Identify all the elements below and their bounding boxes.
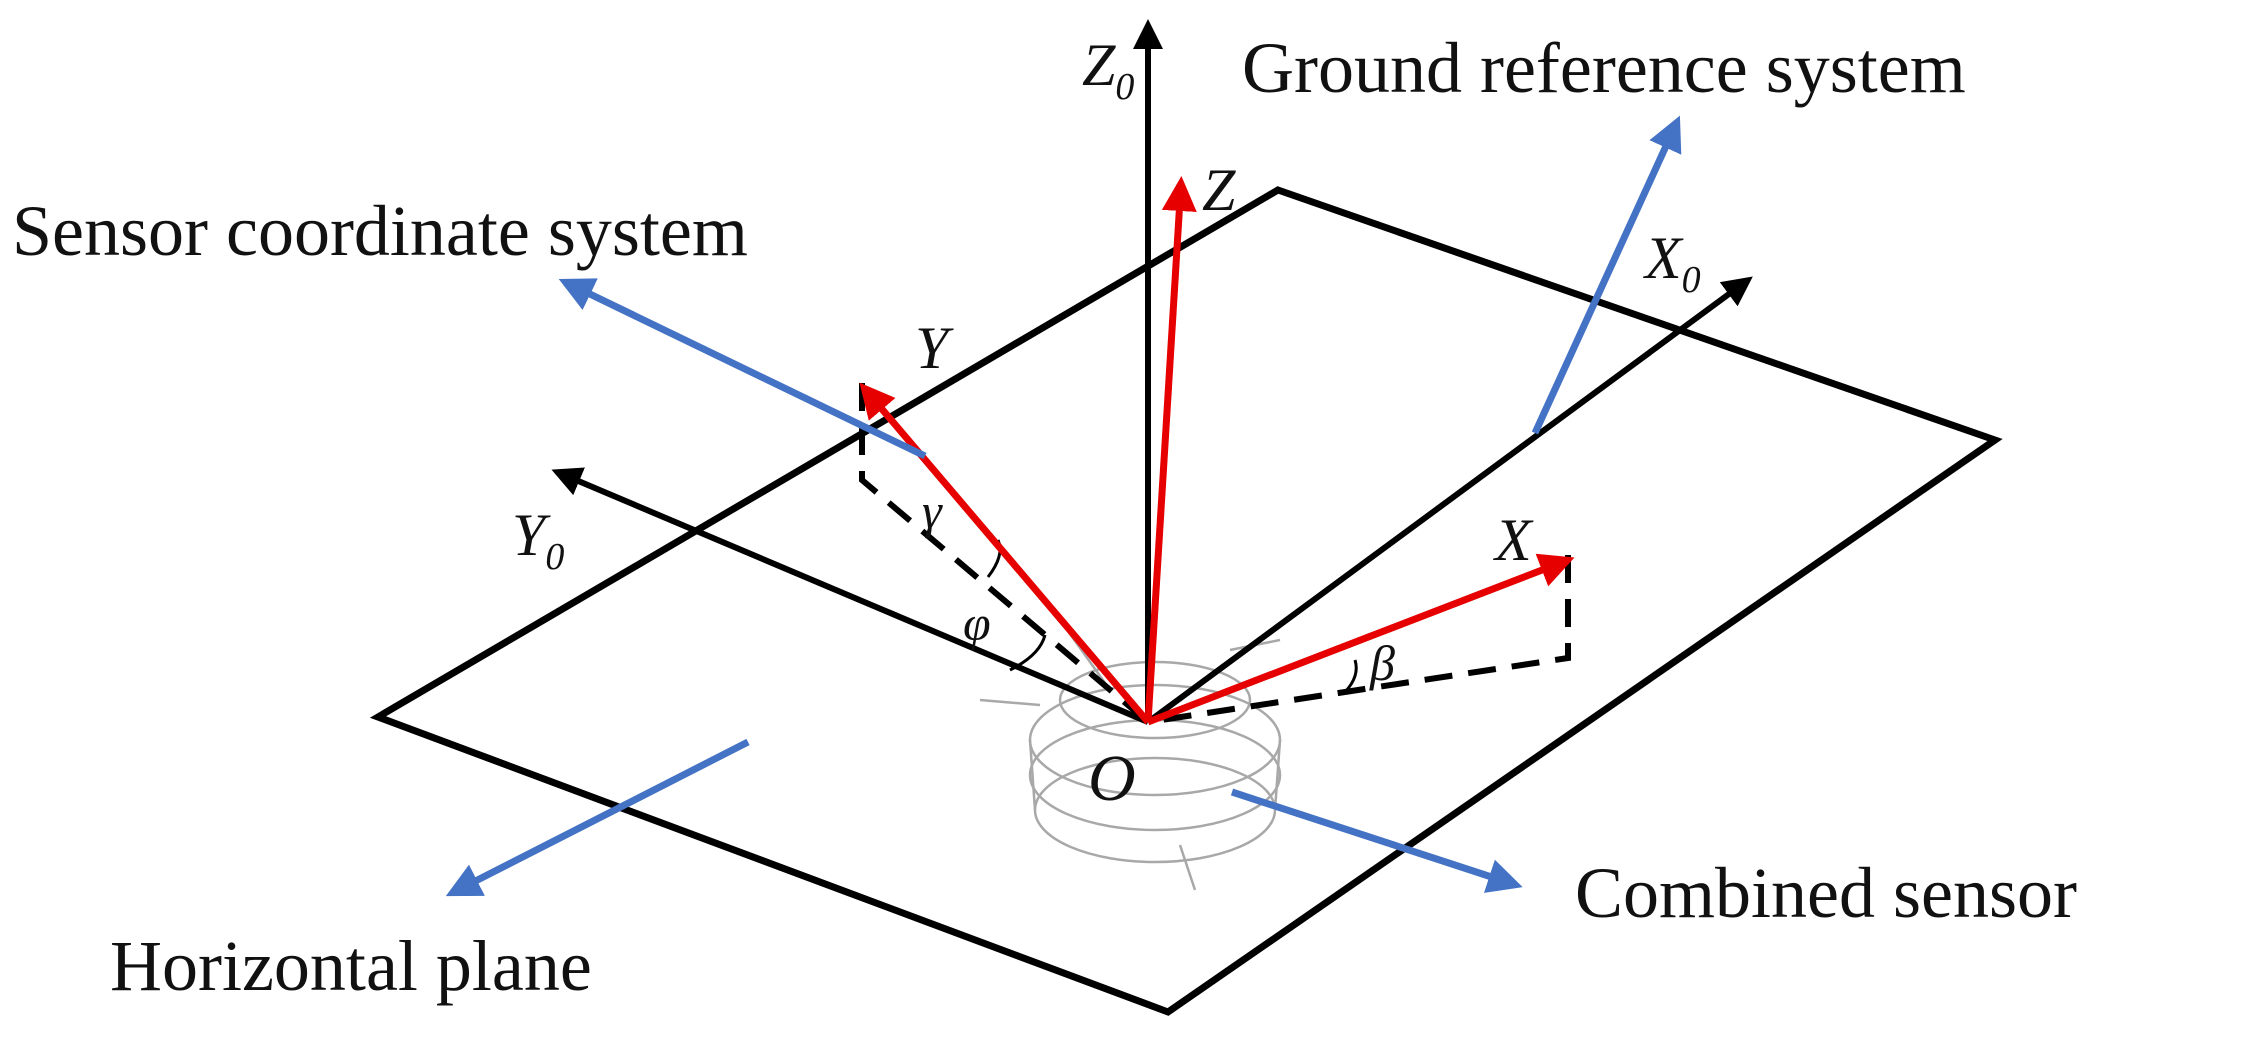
x0-axis [1146,276,1753,725]
z-axis-label: Z [1202,157,1236,223]
combined-sensor-label: Combined sensor [1575,853,2077,933]
x0-axis-label: X0 [1643,225,1701,301]
x-axis-label: X [1493,507,1534,573]
y0-axis [551,467,1150,725]
x-axis [1146,553,1575,726]
sensor-coordinate-system-label: Sensor coordinate system [12,191,748,271]
beta-arc [1343,659,1358,694]
ground-reference-system-label: Ground reference system [1242,28,1966,108]
horizontal-plane-callout-arrow [445,738,750,897]
beta-angle-label: β [1369,635,1395,691]
y0-axis-label: Y0 [512,502,564,578]
sensor-coordinate-callout-arrow [558,278,927,460]
gamma-angle-label: γ [922,483,943,539]
x-projection-dashed [1147,555,1571,725]
ground-reference-callout-arrow [1531,115,1682,435]
origin-label: O [1088,742,1136,815]
phi-angle-label: φ [963,595,991,651]
horizontal-plane-label: Horizontal plane [110,926,592,1006]
z0-axis-label: Z0 [1082,32,1134,108]
y-axis-label: Y [915,315,954,381]
phi-arc [1009,634,1047,672]
z-axis [1144,176,1197,723]
combined-sensor-callout-arrow [1230,788,1523,893]
y-projection-dashed [859,383,1150,725]
y-axis [859,382,1151,725]
horizontal-plane-outline [369,186,2003,1016]
